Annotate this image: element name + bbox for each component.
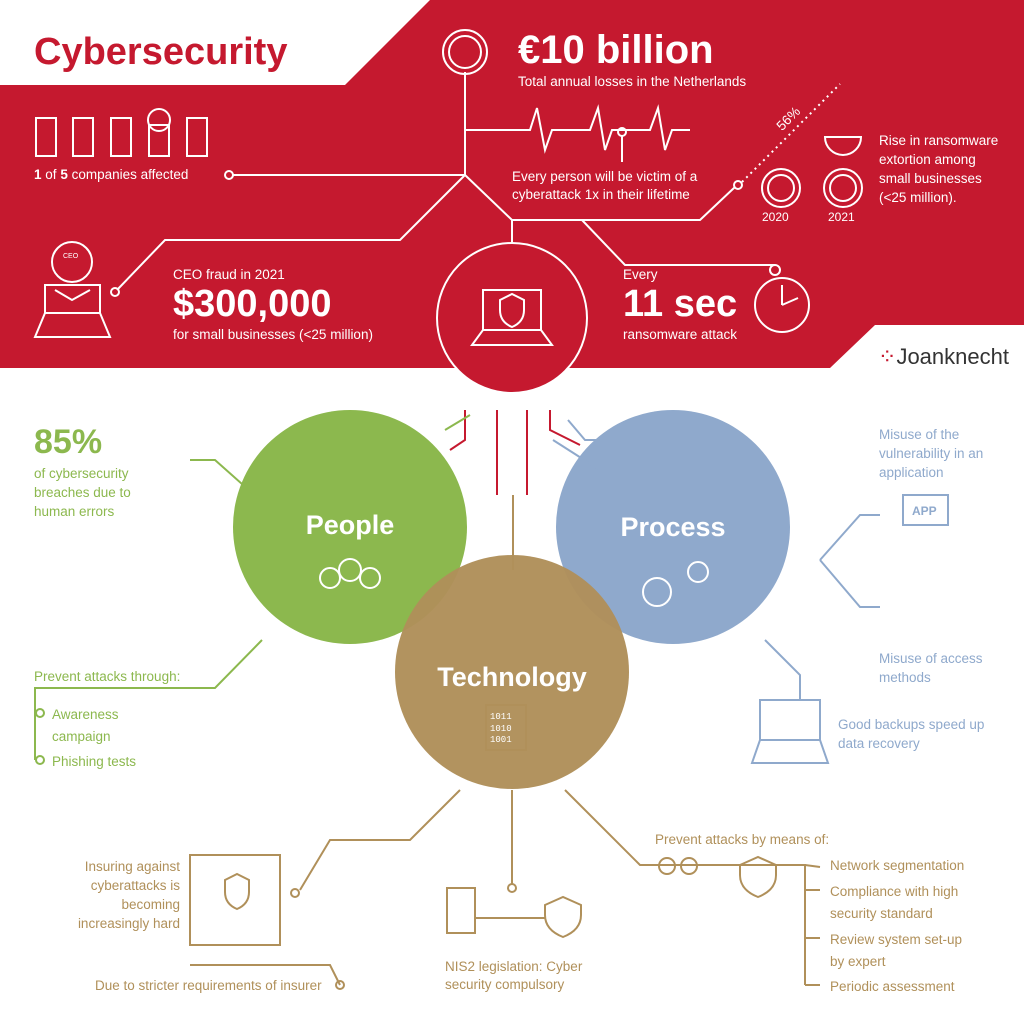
nis2: NIS2 legislation: Cyber security compuls…	[445, 959, 583, 992]
backups: Good backups speed up data recovery	[838, 717, 985, 751]
people-item-phishing: Phishing tests	[52, 754, 137, 769]
people-item-awareness: Awareness campaign	[52, 707, 119, 745]
year-2020: 2020	[762, 210, 789, 224]
ceo-value: $300,000	[173, 283, 332, 325]
ceo-badge: CEO	[63, 253, 79, 260]
ceo-pre: CEO fraud in 2021	[173, 267, 285, 282]
victim-text: Every person will be victim of a cyberat…	[512, 169, 698, 202]
ceo-post: for small businesses (<25 million)	[173, 327, 373, 342]
companies-of: of	[45, 167, 57, 182]
companies-n: 1	[34, 167, 42, 182]
year-2021: 2021	[828, 210, 855, 224]
tech-item-compliance: Compliance with high security standard	[830, 884, 959, 922]
misuse-access: Misuse of access methods	[879, 651, 983, 685]
hacker-icon	[33, 241, 112, 338]
tech-item-assessment: Periodic assessment	[830, 979, 955, 994]
losses-value: €10 billion	[518, 28, 714, 72]
circle-connectors	[34, 410, 949, 990]
insurer: Due to stricter requirements of insurer	[95, 978, 322, 993]
process-label: Process	[620, 512, 726, 542]
rise-text: Rise in ransomware extortion among small…	[879, 133, 999, 205]
logo: ⁘Joanknecht	[878, 344, 1009, 369]
technology-label: Technology	[437, 662, 587, 692]
document-icons	[35, 108, 208, 157]
chip-icon: 1011 1010 1001	[490, 712, 512, 746]
red-connectors	[33, 29, 863, 338]
every-label: Every	[623, 267, 658, 282]
tech-prevent: Prevent attacks by means of:	[655, 832, 830, 847]
losses-label: Total annual losses in the Netherlands	[518, 74, 747, 89]
misuse-app: Misuse of the vulnerability in an applic…	[879, 427, 984, 480]
red-banner	[0, 0, 1024, 368]
people-label: People	[305, 510, 395, 540]
tech-item-segmentation: Network segmentation	[830, 858, 965, 873]
companies-label: companies affected	[71, 167, 189, 182]
app-badge: APP	[912, 504, 937, 518]
companies-total: 5	[60, 167, 68, 182]
insuring: Insuring against cyberattacks is becomin…	[77, 859, 180, 931]
logo-dots-icon: ⁘	[878, 344, 897, 369]
companies-stat: 1 of 5 companies affected	[34, 166, 188, 184]
people-pct-label: of cybersecurity breaches due to human e…	[34, 466, 131, 519]
every-sub: ransomware attack	[623, 327, 738, 342]
circles	[233, 242, 790, 789]
tech-item-review: Review system set-up by expert	[830, 932, 963, 970]
every-value: 11 sec	[623, 283, 738, 325]
people-pct: 85%	[34, 423, 103, 461]
page-title: Cybersecurity	[34, 31, 288, 73]
people-prevent: Prevent attacks through:	[34, 669, 181, 684]
